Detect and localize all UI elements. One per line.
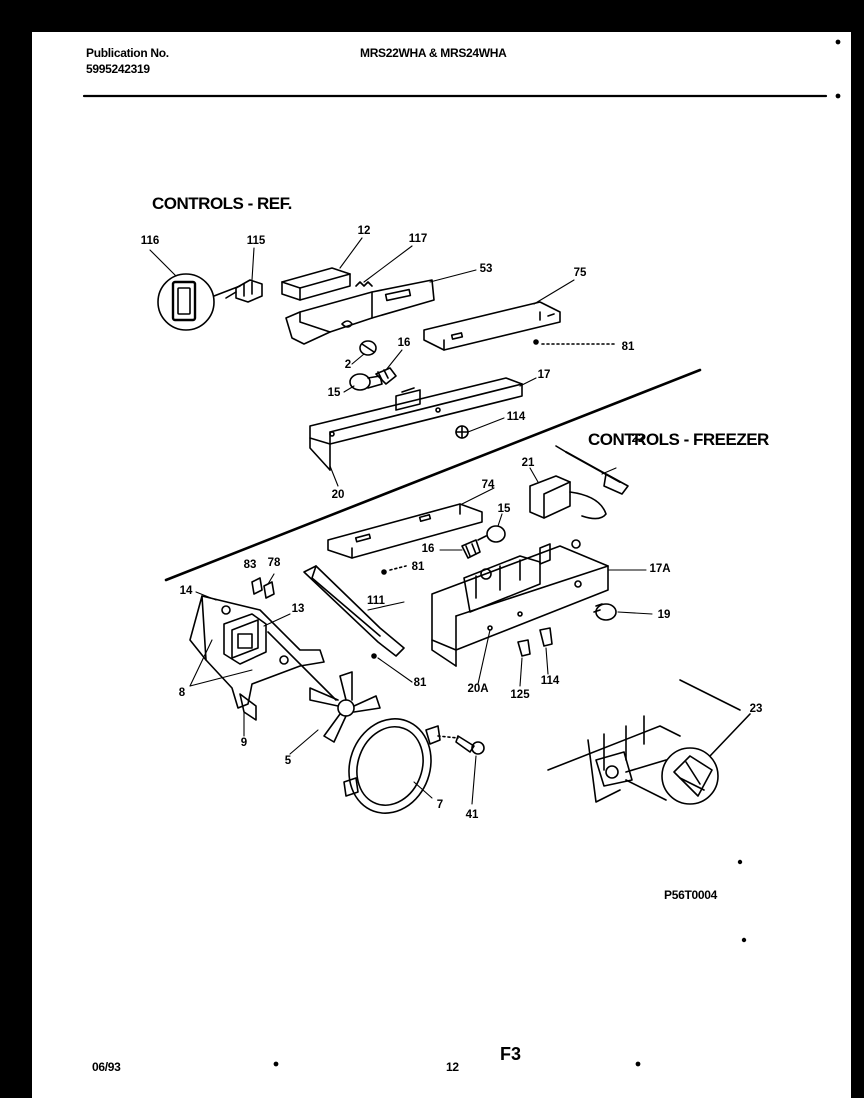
publication-number: 5995242319 xyxy=(86,62,150,76)
lamp-socket-16 xyxy=(461,539,481,559)
callout-81-freezer: 81 xyxy=(412,561,425,573)
leader-lines xyxy=(149,237,653,805)
control-cover-12 xyxy=(281,267,351,301)
edge-mark xyxy=(835,93,841,99)
callout-83: 83 xyxy=(244,559,257,571)
edge-mark xyxy=(273,1061,279,1067)
callout-78: 78 xyxy=(268,557,281,569)
callout-114-freezer: 114 xyxy=(541,675,560,687)
thermostat-21 xyxy=(529,475,571,519)
callout-21: 21 xyxy=(522,457,535,469)
freezer-controls-group xyxy=(189,445,751,814)
cover-plate-75 xyxy=(423,301,561,351)
diagram-code: P56T0004 xyxy=(664,888,717,902)
callout-15-freezer: 15 xyxy=(498,503,511,515)
switch-115 xyxy=(235,279,263,303)
model-numbers: MRS22WHA & MRS24WHA xyxy=(360,46,507,60)
lamp-socket-16 xyxy=(375,367,397,385)
screw-114 xyxy=(539,627,553,647)
detail-circle-116 xyxy=(157,273,215,331)
page-number: 12 xyxy=(446,1060,459,1074)
callout-117: 117 xyxy=(409,233,428,245)
gasket-part xyxy=(171,280,197,322)
screw-81 xyxy=(381,569,387,575)
callout-5: 5 xyxy=(285,755,292,767)
callout-19: 19 xyxy=(658,609,671,621)
callout-23: 23 xyxy=(750,703,763,715)
section-title-ref: CONTROLS - REF. xyxy=(152,194,292,213)
callout-15: 15 xyxy=(328,387,341,399)
callout-2: 2 xyxy=(345,359,351,371)
lamp-bulb-15 xyxy=(486,525,506,543)
parts-sheet xyxy=(32,32,851,1098)
publication-date: 06/93 xyxy=(92,1060,121,1074)
housing-53 xyxy=(285,279,435,345)
callout-16: 16 xyxy=(398,337,411,349)
screw-81 xyxy=(371,653,377,659)
edge-mark xyxy=(737,859,743,865)
callout-115: 115 xyxy=(247,235,266,247)
section-divider xyxy=(164,368,702,582)
fan-blade-5 xyxy=(309,671,381,743)
screw-81 xyxy=(533,339,539,345)
publication-label: Publication No. xyxy=(86,46,169,60)
callout-81: 81 xyxy=(622,341,635,353)
callout-75: 75 xyxy=(574,267,587,279)
screw-125 xyxy=(517,639,531,657)
fan-bracket-14 xyxy=(189,595,325,709)
callout-114: 114 xyxy=(507,411,526,423)
callout-7: 7 xyxy=(437,799,443,811)
callout-81-bottom: 81 xyxy=(414,677,427,689)
screw-83 xyxy=(251,577,263,595)
callout-111: 111 xyxy=(367,595,386,607)
callout-41: 41 xyxy=(466,809,479,821)
knob-19 xyxy=(595,603,617,621)
callout-17a: 17A xyxy=(649,563,670,575)
edge-mark xyxy=(635,1061,641,1067)
callout-12: 12 xyxy=(358,225,371,237)
callout-8: 8 xyxy=(179,687,186,699)
screw-78 xyxy=(263,581,275,599)
knob-2 xyxy=(359,340,377,356)
spring-117 xyxy=(355,281,373,287)
lamp-bulb-15 xyxy=(349,373,371,391)
callout-22: 22 xyxy=(632,433,645,445)
callout-116: 116 xyxy=(141,235,160,247)
callout-53: 53 xyxy=(480,263,493,275)
screw-41 xyxy=(455,735,475,753)
edge-mark xyxy=(741,937,747,943)
callout-74: 74 xyxy=(482,479,495,491)
section-title-freezer: CONTROLS - FREEZER xyxy=(588,430,769,449)
callout-13: 13 xyxy=(292,603,305,615)
heater-111 xyxy=(303,565,405,657)
edge-mark xyxy=(835,39,841,45)
callout-125: 125 xyxy=(510,689,530,701)
figure-number: F3 xyxy=(500,1044,522,1064)
callout-17: 17 xyxy=(538,369,551,381)
callout-9: 9 xyxy=(241,737,247,749)
ref-controls-group xyxy=(157,267,617,471)
callout-20: 20 xyxy=(332,489,345,501)
callout-16-freezer: 16 xyxy=(422,543,435,555)
callout-14: 14 xyxy=(180,585,193,597)
fan-motor-13 xyxy=(223,613,267,665)
fan-shroud-7 xyxy=(348,718,432,814)
defrost-detail-23 xyxy=(547,679,751,805)
callout-labels: 116 115 12 117 53 75 81 2 16 15 17 114 2… xyxy=(141,225,763,821)
callout-20a: 20A xyxy=(467,683,488,695)
